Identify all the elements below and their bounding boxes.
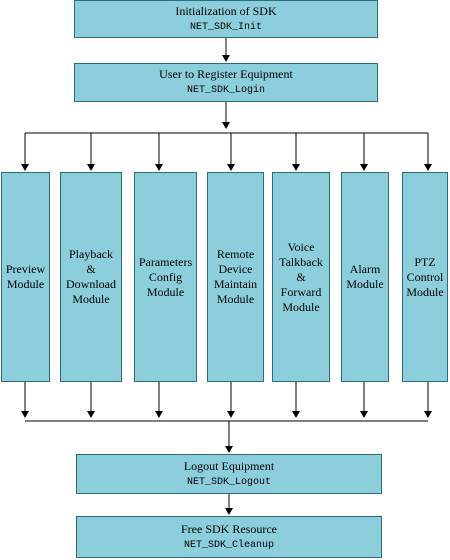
module-label: PTZ Control Module [406, 254, 444, 299]
cleanup-api: NET_SDK_Cleanup [183, 539, 274, 551]
module-label: Playback & Download Module [66, 247, 116, 306]
login-box: User to Register Equipment NET_SDK_Login [74, 63, 378, 102]
init-sdk-api: NET_SDK_Init [189, 21, 262, 33]
module-label: Voice Talkback & Forward Module [279, 239, 323, 314]
module-voice-talkback-forward: Voice Talkback & Forward Module [272, 172, 330, 382]
login-api: NET_SDK_Login [186, 85, 265, 96]
init-sdk-title: Initialization of SDK [175, 3, 277, 18]
cleanup-title: Free SDK Resource [181, 521, 277, 536]
module-label: Alarm Module [346, 262, 384, 291]
login-title: User to Register Equipment [159, 67, 293, 81]
init-sdk-box: Initialization of SDK NET_SDK_Init [74, 0, 378, 38]
cleanup-box: Free SDK Resource NET_SDK_Cleanup [76, 516, 382, 558]
logout-title: Logout Equipment [183, 458, 275, 473]
module-label: Remote Device Maintain Module [213, 247, 258, 306]
module-label: Preview Module [5, 262, 46, 291]
module-alarm: Alarm Module [341, 172, 389, 382]
module-label: Parameters Config Module [138, 254, 193, 299]
module-playback-download: Playback & Download Module [60, 172, 122, 382]
logout-api: NET_SDK_Logout [186, 476, 271, 488]
module-remote-device-maintain: Remote Device Maintain Module [207, 172, 264, 382]
module-preview: Preview Module [1, 172, 50, 382]
module-ptz-control: PTZ Control Module [402, 172, 448, 382]
logout-box: Logout Equipment NET_SDK_Logout [76, 454, 382, 494]
module-parameters-config: Parameters Config Module [134, 172, 197, 382]
